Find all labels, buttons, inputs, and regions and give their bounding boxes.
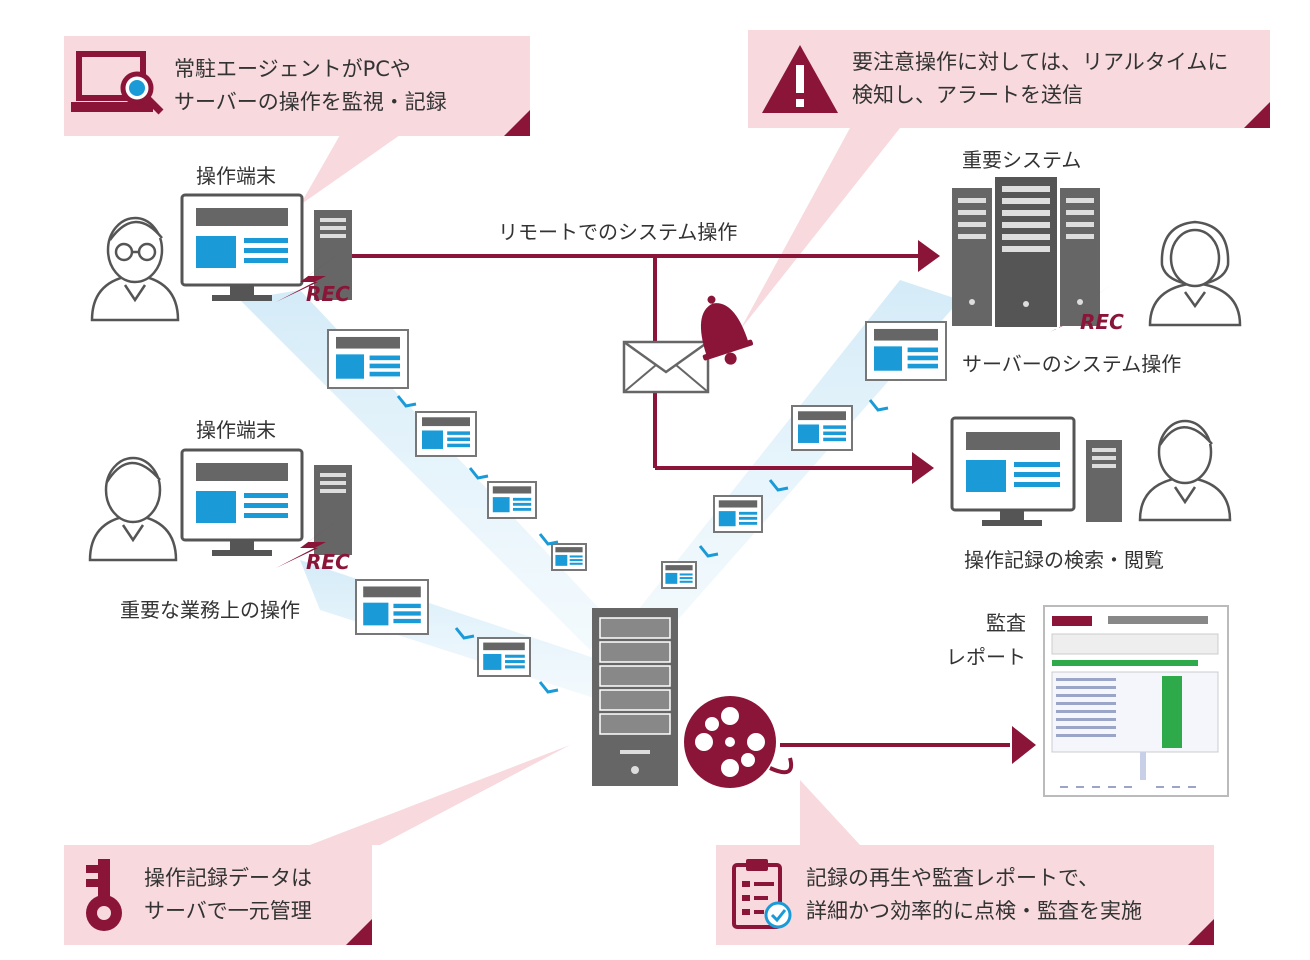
operator-avatar-bottom (88, 456, 178, 562)
packet-screen-icon (415, 411, 477, 457)
flow-chevron-icon (768, 479, 789, 492)
callout-alert-text: 要注意操作に対しては、リアルタイムに 検知し、アラートを送信 (852, 50, 1229, 107)
laptop-search-icon (64, 36, 174, 136)
label-server-operation: サーバーのシステム操作 (962, 352, 1182, 376)
callout-replay-text: 記録の再生や監査レポートで、 詳細かつ効率的に点検・監査を実施 (806, 866, 1142, 923)
packet-screen-icon (355, 579, 429, 635)
packet-screen-icon (865, 321, 947, 381)
flow-chevron-icon (698, 545, 719, 558)
flow-chevron-icon (538, 533, 559, 546)
callout-replay: 記録の再生や監査レポートで、 詳細かつ効率的に点検・監査を実施 (716, 845, 1214, 945)
film-reel-icon (684, 696, 793, 788)
packet-screen-icon (791, 405, 853, 451)
label-remote-operation: リモートでのシステム操作 (498, 220, 738, 244)
rec-badge-top: REC (306, 282, 350, 306)
callout-pointer-central (310, 745, 570, 845)
critical-system-servers (952, 175, 1100, 329)
bell-icon (700, 295, 754, 365)
flow-chevron-icon (396, 395, 417, 408)
label-important-operation: 重要な業務上の操作 (120, 598, 300, 622)
label-terminal-bottom: 操作端末 (196, 418, 276, 442)
callout-central: 操作記録データは サーバで一元管理 (64, 845, 372, 945)
key-icon (64, 845, 144, 945)
flow-chevron-icon (538, 681, 559, 694)
flow-chevron-icon (868, 399, 889, 412)
rec-badge-bottom: REC (306, 550, 350, 574)
label-terminal-top: 操作端末 (196, 164, 276, 188)
audit-report-document (1043, 605, 1229, 797)
callout-agent-text: 常駐エージェントがPCや サーバーの操作を監視・記録 (174, 57, 447, 114)
packet-screen-icon (477, 637, 531, 677)
label-search-view: 操作記録の検索・閲覧 (964, 548, 1164, 572)
callout-pointer-alert (740, 128, 900, 330)
callout-agent: 常駐エージェントがPCや サーバーの操作を監視・記録 (64, 36, 530, 136)
packet-screen-icon (661, 561, 697, 589)
arrow-to-report (1012, 726, 1036, 764)
packet-screen-icon (713, 495, 763, 533)
monitor-top (180, 193, 352, 301)
label-audit-report: 監査 レポート (946, 611, 1026, 669)
callout-central-text: 操作記録データは サーバで一元管理 (144, 866, 312, 923)
callout-alert: 要注意操作に対しては、リアルタイムに 検知し、アラートを送信 (748, 30, 1270, 128)
packet-screen-icon (551, 543, 587, 571)
packet-screen-icon (487, 481, 537, 519)
data-packets (327, 321, 947, 694)
flow-chevron-icon (454, 627, 475, 640)
callout-fold (1188, 919, 1214, 945)
flow-chevron-icon (468, 467, 489, 480)
lightning-icon-bottom (276, 520, 338, 568)
operator-avatar-right-top (1148, 220, 1242, 327)
operator-avatar-right-bottom (1138, 419, 1232, 522)
callout-fold (1244, 102, 1270, 128)
monitor-viewer (950, 416, 1122, 526)
lightning-icon-top (276, 254, 338, 302)
callout-pointer-replay (800, 780, 860, 845)
mail-icon (622, 340, 710, 394)
rec-badge-server: REC (1080, 310, 1124, 334)
monitor-bottom (180, 448, 352, 556)
warning-icon (748, 30, 852, 128)
label-critical-system: 重要システム (962, 148, 1082, 172)
arrow-to-viewer (912, 452, 934, 484)
clipboard-check-icon (716, 845, 806, 945)
arrow-to-critical-system (918, 240, 940, 272)
callout-pointer-agent (300, 135, 400, 205)
packet-screen-icon (327, 329, 409, 389)
central-server (592, 608, 678, 786)
operator-avatar-top (90, 216, 180, 322)
callout-fold (346, 919, 372, 945)
callout-fold (504, 110, 530, 136)
